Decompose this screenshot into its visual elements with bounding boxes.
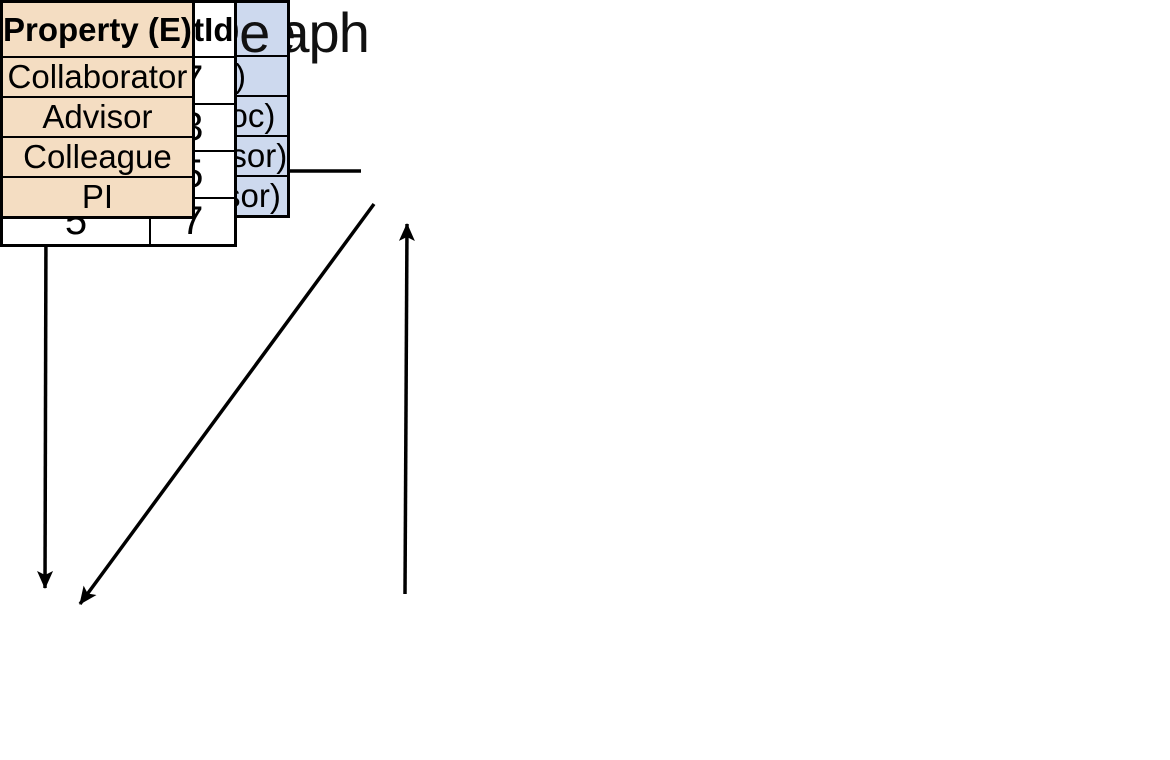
- edge-property-cell: Advisor: [3, 96, 192, 136]
- edge-property-cell: Colleague: [3, 136, 192, 176]
- edge-table-property-column: Property (E) Collaborator Advisor Collea…: [0, 0, 195, 219]
- edge-property-cell: PI: [3, 176, 192, 216]
- edge-arrow-3-to-7: [37, 216, 54, 589]
- edge-arrow-2-to-5: [398, 223, 415, 595]
- edge-arrow-5-to-7: [78, 202, 376, 606]
- edge-property-cell: Collaborator: [3, 56, 192, 96]
- column-header-property-e: Property (E): [3, 10, 192, 48]
